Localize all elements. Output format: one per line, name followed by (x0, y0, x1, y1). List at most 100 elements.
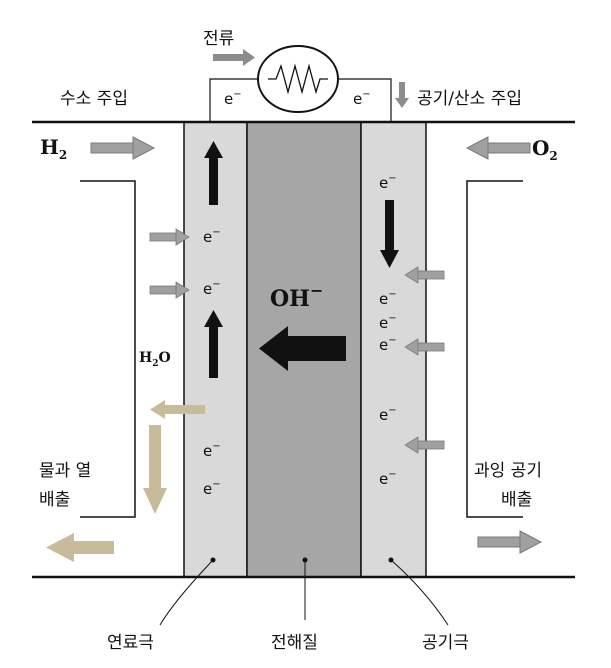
oh-main: OH (270, 286, 310, 312)
cathode-electron-1: e− (379, 173, 397, 192)
external-circuit-wire-right (338, 78, 392, 122)
cathode-down-arrow (385, 200, 394, 252)
circuit-electron-left: e− (224, 89, 242, 108)
h2-sub: 2 (59, 148, 67, 162)
water-down-arrow-head (143, 488, 167, 514)
h2-inlet-arrow-head (132, 136, 156, 160)
excess-air-exit-arrow (477, 536, 521, 548)
external-circuit-wire (209, 78, 258, 122)
cathode-feed-arrow-2 (417, 342, 445, 352)
h2o-sub: 2 (152, 359, 158, 369)
o2-label: O2 (532, 136, 558, 163)
e-text: e (224, 90, 233, 108)
anode-electron-1: e− (203, 227, 221, 246)
anode-up-arrow-2-head (204, 310, 223, 327)
e-sup: − (388, 335, 396, 346)
circuit-electron-right: e− (353, 89, 371, 108)
cathode-feed-arrow-3-head (404, 436, 419, 454)
oh-sup: − (310, 281, 323, 300)
cathode-electron-2: e− (379, 289, 397, 308)
e-text: e (379, 290, 388, 308)
e-text: e (379, 406, 388, 424)
e-text: e (379, 174, 388, 192)
air-down-arrow-icon (399, 82, 405, 98)
cathode-down-arrow-head (380, 250, 399, 268)
e-text: e (203, 480, 212, 498)
o2-inlet-arrow-icon (487, 142, 531, 154)
current-arrow-icon (213, 54, 243, 61)
h2o-o: O (159, 350, 171, 366)
anode-feed-arrow-2-head (175, 281, 190, 299)
o2-inlet-arrow-head (465, 136, 489, 160)
e-sup: − (388, 469, 396, 480)
cathode-feed-arrow-2-head (404, 338, 419, 356)
excess-air-label-line1: 과잉 공기 (474, 461, 542, 481)
anode-up-arrow-1 (209, 157, 218, 205)
h2-main: H (40, 135, 59, 159)
cathode-feed-arrow-1 (417, 270, 445, 280)
e-sup: − (212, 279, 220, 290)
cathode-leader-line (390, 559, 449, 626)
water-heat-label-line2: 배출 (39, 490, 70, 510)
anode-label: 연료극 (107, 633, 154, 653)
e-sup: − (388, 405, 396, 416)
e-text: e (203, 228, 212, 246)
cathode-label: 공기극 (422, 633, 469, 653)
cathode-electron-4: e− (379, 335, 397, 354)
anode-electron-2: e− (203, 279, 221, 298)
current-label: 전류 (203, 29, 234, 49)
anode-electron-3: e− (203, 441, 221, 460)
e-text: e (353, 90, 362, 108)
cathode-electron-6: e− (379, 469, 397, 488)
e-sup: − (212, 227, 220, 238)
e-sup: − (362, 89, 370, 100)
e-sup: − (233, 89, 241, 100)
e-text: e (379, 336, 388, 354)
e-sup: − (388, 313, 396, 324)
anode-up-arrow-2 (209, 326, 218, 378)
hydroxide-flow-arrow-head (259, 326, 288, 371)
e-text: e (203, 442, 212, 460)
electrolyte-label: 전해질 (271, 633, 318, 653)
water-out-arrow-small (165, 405, 205, 414)
e-text: e (379, 470, 388, 488)
h2o-label: H2O (139, 350, 171, 369)
air-inlet-label: 공기/산소 주입 (417, 89, 522, 109)
e-text: e (203, 280, 212, 298)
air-down-arrow-head (395, 98, 409, 108)
anode-feed-arrow-2 (149, 285, 177, 295)
anode-feed-arrow-1-head (175, 228, 190, 246)
anode-feed-arrow-1 (149, 232, 177, 242)
e-sup: − (388, 173, 396, 184)
anode-channel-bracket (80, 180, 136, 518)
cathode-channel-bracket (466, 180, 523, 518)
cathode-feed-arrow-3 (417, 440, 445, 450)
o2-main: O (532, 136, 549, 160)
excess-air-exit-arrow-head (519, 530, 543, 554)
cathode-electron-3: e− (379, 313, 397, 332)
resistor-zigzag-icon (268, 63, 328, 95)
e-sup: − (388, 289, 396, 300)
hydroxide-label: OH− (270, 281, 323, 312)
water-heat-label-line1: 물과 열 (39, 461, 91, 481)
water-down-arrow (149, 425, 161, 495)
o2-sub: 2 (549, 149, 557, 163)
h2-inlet-arrow-icon (90, 142, 134, 154)
h2o-h: H (139, 350, 152, 366)
hydroxide-flow-arrow (288, 336, 346, 361)
current-arrow-head (243, 49, 255, 66)
e-sup: − (212, 441, 220, 452)
cathode-feed-arrow-1-head (404, 266, 419, 284)
e-text: e (379, 314, 388, 332)
water-exit-arrow-head (46, 533, 74, 562)
hydrogen-inlet-label: 수소 주입 (60, 89, 128, 109)
anode-electron-4: e− (203, 479, 221, 498)
h2-label: H2 (40, 135, 67, 162)
e-sup: − (212, 479, 220, 490)
water-exit-arrow (74, 541, 114, 554)
water-out-arrow-small-head (150, 400, 165, 419)
anode-up-arrow-1-head (204, 141, 223, 158)
anode-leader-line (159, 559, 214, 626)
excess-air-label-line2: 배출 (501, 490, 532, 510)
